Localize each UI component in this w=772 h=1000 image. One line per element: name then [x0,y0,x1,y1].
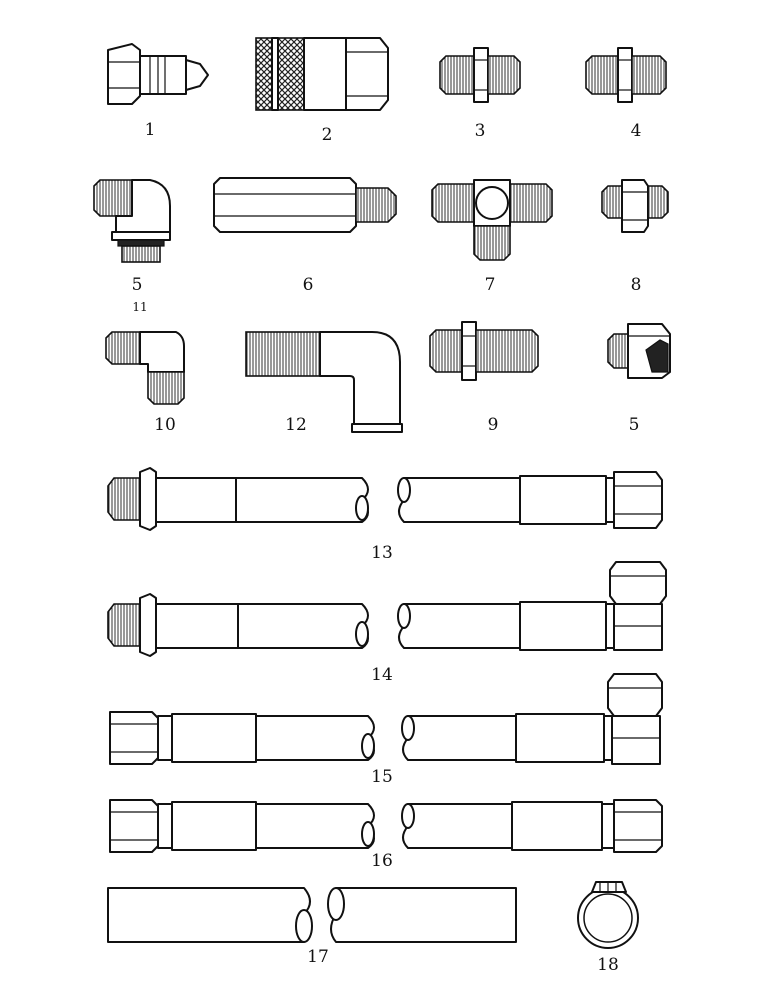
label-4: 4 [631,121,642,141]
fitting-1-coupler-plug [107,43,209,105]
label-5a-sub: 11 [132,300,147,314]
fitting-2-coupler-socket [255,37,389,111]
label-2: 2 [322,125,333,145]
label-16: 16 [371,851,393,871]
label-13: 13 [371,543,393,563]
fitting-6-long-adapter [213,177,397,233]
label-15: 15 [371,767,393,787]
label-18: 18 [597,955,619,975]
label-12: 12 [285,415,307,435]
hose-assembly-13 [107,467,663,531]
label-14: 14 [371,665,393,685]
label-9: 9 [488,415,499,435]
fitting-10-elbow [105,331,185,405]
fitting-9-bulkhead-union [429,321,539,381]
label-1: 1 [145,120,156,140]
hose-assembly-14 [107,561,667,657]
label-10: 10 [154,415,176,435]
label-17: 17 [307,947,329,967]
label-6: 6 [303,275,314,295]
fitting-12-bent-tube [245,331,403,433]
fitting-7-tee [431,179,553,261]
label-7: 7 [485,275,496,295]
hose-clamp-18 [577,881,639,949]
hose-assembly-15 [109,673,663,765]
label-5a: 5 [132,275,143,295]
fitting-8-union [601,179,669,233]
hose-17-plain [107,887,517,943]
hose-assembly-16 [109,799,663,853]
fitting-3-union [439,47,521,103]
label-3: 3 [475,121,486,141]
fitting-5-elbow [93,179,171,263]
fitting-4-union [585,47,667,103]
label-8: 8 [631,275,642,295]
label-5b: 5 [629,415,640,435]
fitting-5b-adapter-cutaway [607,323,671,379]
